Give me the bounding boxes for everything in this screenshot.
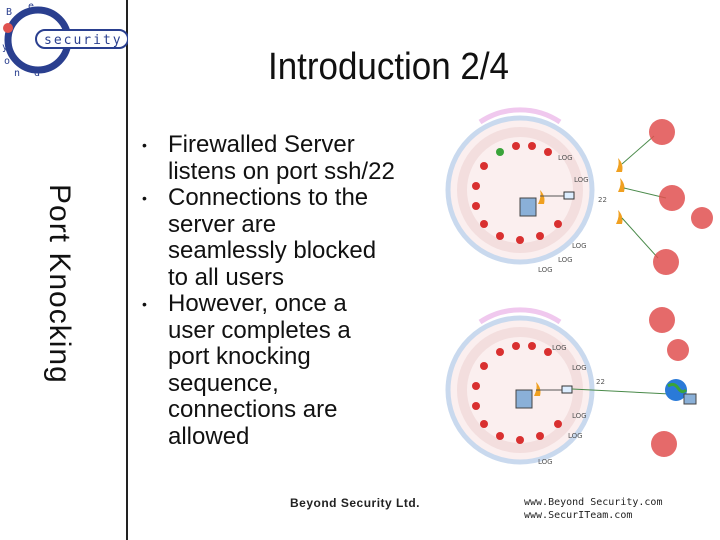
top-log-label: LOG: [572, 242, 587, 250]
page-title: Introduction 2/4: [268, 46, 510, 88]
top-knock-flames: [616, 158, 625, 224]
svg-text:d: d: [34, 68, 40, 79]
svg-text:y: y: [2, 42, 8, 53]
footer-urls: www.Beyond Security.com www.SecurITeam.c…: [524, 496, 662, 522]
svg-text:n: n: [14, 68, 20, 79]
bullet-text: Firewalled Server listens on port ssh/22: [168, 131, 395, 185]
bullet-dot-icon: •: [142, 296, 147, 312]
bullet-item: • Connections to the server are seamlessl…: [140, 184, 440, 291]
bullet-list: • Firewalled Server listens on port ssh/2…: [140, 131, 440, 450]
footer-url: www.Beyond Security.com: [524, 497, 663, 508]
beyond-security-logo: security B e y o n d: [2, 1, 128, 79]
port-knocking-diagram: LOG LOG LOG LOG LOG 22: [445, 107, 713, 466]
bottom-network: LOG LOG LOG LOG LOG 22: [445, 307, 697, 466]
bottom-log-label: LOG: [552, 344, 567, 352]
bullet-text: Connections to the server are seamlessly…: [168, 184, 377, 291]
bottom-server-icon: [515, 389, 533, 409]
top-attacker-icons: [649, 119, 713, 275]
svg-text:security: security: [44, 33, 123, 48]
allowed-user-globe-icon: [665, 379, 697, 405]
bottom-attacker-icons: [649, 307, 689, 457]
svg-text:B: B: [6, 7, 12, 18]
top-log-label: LOG: [574, 176, 589, 184]
bottom-port-label: 22: [596, 378, 605, 386]
sidebar: security B e y o n d Port Knocking: [0, 0, 128, 540]
bottom-log-label: LOG: [572, 364, 587, 372]
bullet-dot-icon: •: [142, 137, 147, 153]
bullet-dot-icon: •: [142, 190, 147, 206]
top-log-label: LOG: [538, 266, 553, 274]
top-network: LOG LOG LOG LOG LOG 22: [445, 107, 713, 275]
bottom-log-label: LOG: [568, 432, 583, 440]
bottom-firewall-nodes: [472, 342, 562, 444]
top-log-label: LOG: [558, 256, 573, 264]
sidebar-title-text: Port Knocking: [43, 184, 76, 384]
bullet-item: • However, once a user completes a port k…: [140, 290, 440, 450]
top-port-label: 22: [598, 196, 607, 204]
svg-text:e: e: [28, 1, 34, 12]
bottom-log-label: LOG: [572, 412, 587, 420]
bullet-item: • Firewalled Server listens on port ssh/2…: [140, 131, 440, 185]
top-firewall-nodes: [472, 142, 562, 244]
top-flame-icon: [538, 190, 545, 204]
footer-company: Beyond Security Ltd.: [290, 496, 421, 510]
top-server-icon: [519, 197, 537, 217]
bullet-text: However, once a user completes a port kn…: [168, 290, 351, 450]
svg-text:o: o: [4, 56, 10, 67]
top-log-label: LOG: [558, 154, 573, 162]
footer-url: www.SecurITeam.com: [524, 510, 633, 521]
bottom-flame-icon: [534, 382, 541, 396]
bottom-log-label: LOG: [538, 458, 553, 466]
sidebar-title: Port Knocking: [24, 184, 84, 444]
